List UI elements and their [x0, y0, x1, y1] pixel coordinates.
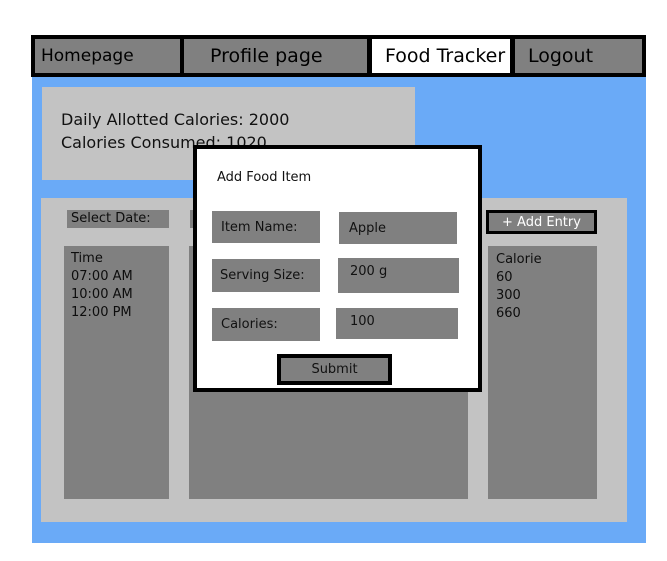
nav-tab-label: Logout	[528, 45, 594, 67]
modal-body: Add Food Item Item Name: Apple Serving S…	[197, 149, 478, 388]
nav-bar: Homepage Profile page Food Tracker Logou…	[31, 35, 646, 77]
item-name-label-text: Item Name:	[221, 219, 298, 235]
nav-tab-logout[interactable]: Logout	[515, 39, 642, 73]
serving-size-value: 200 g	[350, 264, 388, 279]
submit-button[interactable]: Submit	[277, 354, 392, 385]
add-food-item-modal: Add Food Item Item Name: Apple Serving S…	[193, 145, 482, 392]
item-name-label: Item Name:	[212, 211, 320, 243]
calorie-column-header: Calorie	[496, 252, 542, 267]
nav-tab-label: Food Tracker	[385, 45, 506, 67]
calorie-row: 660	[496, 306, 521, 321]
calories-value: 100	[350, 314, 375, 329]
calories-input[interactable]: 100	[336, 308, 458, 339]
serving-size-input[interactable]: 200 g	[338, 258, 459, 293]
item-name-value: Apple	[349, 220, 387, 236]
select-date-text: Select Date:	[71, 211, 151, 226]
serving-size-label-text: Serving Size:	[220, 268, 305, 283]
nav-tab-food-tracker[interactable]: Food Tracker	[372, 39, 510, 73]
add-entry-button[interactable]: + Add Entry	[486, 210, 597, 234]
nav-tab-label: Homepage	[41, 46, 134, 66]
time-column: Time 07:00 AM 10:00 AM 12:00 PM	[64, 246, 169, 499]
modal-title: Add Food Item	[217, 170, 312, 185]
calorie-column: Calorie 60 300 660	[488, 246, 597, 499]
calorie-row: 60	[496, 270, 513, 285]
item-name-input[interactable]: Apple	[339, 212, 457, 244]
time-row: 07:00 AM	[71, 269, 133, 284]
time-column-header: Time	[71, 251, 103, 266]
time-row: 12:00 PM	[71, 305, 132, 320]
nav-tab-label: Profile page	[210, 45, 323, 67]
serving-size-label: Serving Size:	[212, 259, 320, 292]
add-entry-label: + Add Entry	[489, 213, 594, 231]
daily-allotted-calories: Daily Allotted Calories: 2000	[61, 110, 290, 129]
calories-label-text: Calories:	[221, 317, 278, 332]
calorie-row: 300	[496, 288, 521, 303]
submit-label: Submit	[281, 358, 388, 381]
calories-label: Calories:	[212, 308, 320, 341]
time-row: 10:00 AM	[71, 287, 133, 302]
select-date-label: Select Date:	[67, 210, 169, 228]
nav-tab-homepage[interactable]: Homepage	[35, 39, 180, 73]
nav-tab-profile-page[interactable]: Profile page	[184, 39, 367, 73]
